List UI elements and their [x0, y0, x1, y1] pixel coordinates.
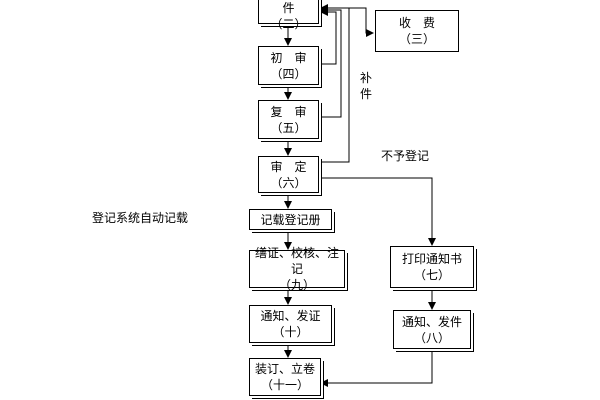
- box-initial-review-num: （四）: [270, 66, 307, 81]
- box-issue-num: （十）: [272, 325, 309, 339]
- box-initial-review-title: 初 审: [270, 50, 307, 65]
- box-archive: 装订、立卷 （十一）: [249, 358, 321, 396]
- box-fee: 收 费 （三）: [375, 10, 459, 52]
- label-not-register: 不予登记: [381, 149, 430, 163]
- box-issue: 通知、发证 （十）: [249, 305, 332, 343]
- box-print-notice: 打印通知书 （七）: [390, 246, 474, 288]
- box-fee-num: （三）: [398, 32, 435, 46]
- box-archive-title: 装订、立卷: [254, 362, 315, 376]
- box-register-book: 记载登记册: [249, 209, 332, 230]
- box-accept-num: （二）: [270, 17, 307, 31]
- box-accept-title: 受理、收件: [282, 1, 295, 15]
- box-second-review: 复 审 （五）: [258, 100, 319, 139]
- arrow-b4-return: [319, 8, 337, 65]
- arrow-b8-b11: [320, 349, 433, 387]
- box-notify-title: 通知、发件: [401, 314, 462, 329]
- box-approval-num: （六）: [270, 175, 307, 190]
- box-notify: 通知、发件 （八）: [393, 310, 471, 349]
- box-archive-num: （十一）: [260, 378, 309, 392]
- box-print-notice-title: 打印通知书: [401, 252, 462, 266]
- box-print-notice-num: （七）: [413, 268, 450, 282]
- box-issue-title: 通知、发证: [260, 309, 321, 323]
- box-notify-num: （八）: [413, 330, 450, 345]
- box-fee-title: 收 费: [398, 16, 435, 30]
- box-second-review-num: （五）: [270, 120, 307, 135]
- arrow-b6-return: [319, 4, 350, 163]
- box-certificate-num: （九）: [278, 278, 315, 292]
- box-approval-title: 审 定: [270, 159, 307, 174]
- box-approval: 审 定 （六）: [258, 156, 319, 193]
- box-second-review-title: 复 审: [270, 104, 307, 119]
- box-accept: 受理、收件 （二）: [258, 0, 319, 31]
- box-initial-review: 初 审 （四）: [258, 46, 319, 85]
- box-register-book-title: 记载登记册: [260, 212, 321, 227]
- box-certificate-title: 缮证、校核、注记: [254, 246, 339, 276]
- arrow-b6-b7: [319, 177, 436, 246]
- label-supplement: 补件: [359, 71, 372, 101]
- box-certificate: 缮证、校核、注记 （九）: [249, 246, 345, 292]
- label-auto-record: 登记系统自动记载: [92, 211, 189, 225]
- arrow-b5-return: [319, 6, 342, 118]
